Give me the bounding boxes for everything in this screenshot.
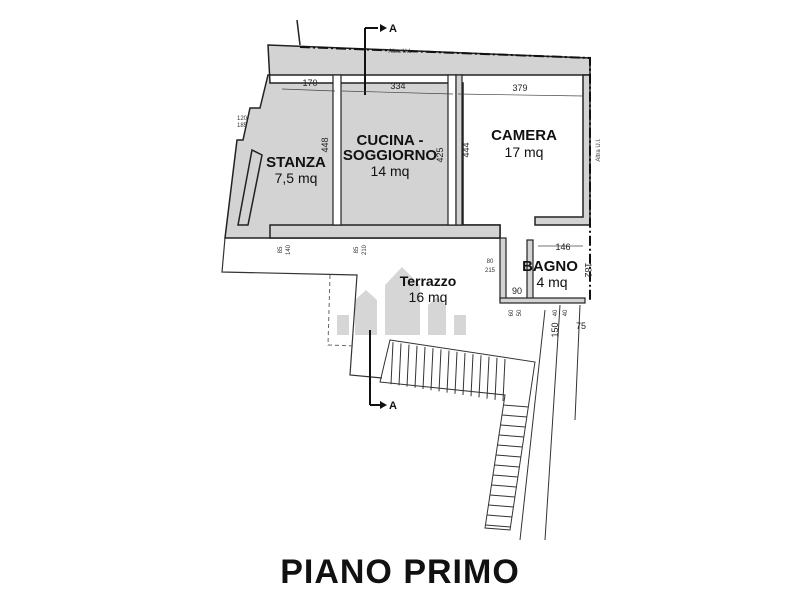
neighbor-label-top: Altra U.I.	[388, 49, 412, 55]
dim-side-a: 40	[553, 309, 559, 316]
room-stanza-name: STANZA	[266, 154, 326, 171]
section-marker-bottom: A	[389, 400, 397, 412]
staircase	[379, 339, 536, 531]
stair-tread	[502, 358, 506, 402]
stair-tread	[486, 514, 513, 518]
dim-west-window-top: 120	[237, 116, 248, 122]
stair-tread	[462, 352, 466, 396]
dim-window-a-top: 85	[278, 246, 284, 253]
stair-tread	[438, 349, 442, 392]
dim-camera-depth: 444	[461, 142, 471, 157]
stair-tread	[414, 345, 418, 388]
room-cucina-name-1: CUCINA -	[357, 132, 424, 149]
stair-tread	[503, 404, 529, 408]
stair-tread	[488, 504, 514, 508]
stair-tread	[478, 355, 482, 398]
stair-tread	[492, 474, 519, 478]
stair-tread	[485, 524, 511, 528]
room-terrazzo-area: 16 mq	[409, 289, 448, 305]
dim-bagno-door: 90	[512, 286, 522, 296]
terrace-outline	[221, 237, 383, 379]
stair-tread	[495, 454, 522, 458]
stair-tread	[486, 356, 490, 399]
room-cucina-area: 14 mq	[371, 163, 410, 179]
dim-window-b-bottom: 210	[362, 244, 368, 255]
room-terrazzo-name: Terrazzo	[400, 273, 457, 289]
dim-window-a-bottom: 140	[286, 244, 292, 255]
dim-bagno-width: 146	[555, 242, 570, 252]
section-marker-top: A	[389, 23, 397, 35]
stair-tread	[498, 434, 525, 438]
dim-door-bottom: 215	[485, 268, 496, 274]
dim-stanza-depth: 448	[320, 137, 330, 152]
walls	[224, 44, 591, 239]
room-camera-name: CAMERA	[491, 127, 557, 144]
stair-tread	[430, 348, 434, 391]
stair-tread	[497, 444, 523, 448]
stair-tread	[390, 342, 394, 385]
stair-tread	[446, 350, 450, 393]
room-cucina-name-2: SOGGIORNO	[343, 147, 438, 164]
neighbor-label-side: Altra U.I.	[596, 138, 602, 162]
dim-stanza-width: 170	[302, 78, 317, 88]
stair-tread	[454, 351, 458, 394]
dim-bagno-door-a: 60	[509, 309, 515, 316]
stair-tread	[398, 343, 402, 386]
stair-tread	[470, 354, 474, 397]
stair-tread	[406, 344, 410, 387]
stair-tread	[422, 346, 426, 390]
stair-tread	[501, 414, 528, 418]
stair-tread	[491, 484, 517, 488]
dim-stair-75: 75	[576, 321, 586, 331]
room-stanza-area: 7,5 mq	[275, 170, 318, 186]
dim-west-window-bottom: 185	[237, 123, 248, 129]
dim-cucina-depth: 425	[435, 147, 445, 162]
interior-walls	[332, 74, 586, 304]
watermark-icon	[337, 267, 466, 335]
dim-window-b-top: 85	[354, 246, 360, 253]
dim-side-b: 40	[563, 309, 569, 316]
property-line	[299, 46, 591, 300]
dim-cucina-width: 334	[390, 81, 405, 91]
stair-tread	[494, 357, 498, 400]
dim-bagno-door-b: 50	[517, 309, 523, 316]
dim-door-top: 80	[487, 259, 494, 265]
dim-stair-150: 150	[550, 322, 560, 337]
dim-bagno-depth: 182	[583, 262, 593, 277]
stair-tread	[489, 494, 516, 498]
stair-tread	[500, 424, 526, 428]
plan-title: PIANO PRIMO	[280, 553, 520, 591]
room-camera-area: 17 mq	[505, 144, 544, 160]
stair-tread	[494, 464, 520, 468]
room-bagno-area: 4 mq	[536, 274, 567, 290]
dim-camera-width: 379	[512, 83, 527, 93]
room-bagno-name: BAGNO	[522, 258, 578, 275]
